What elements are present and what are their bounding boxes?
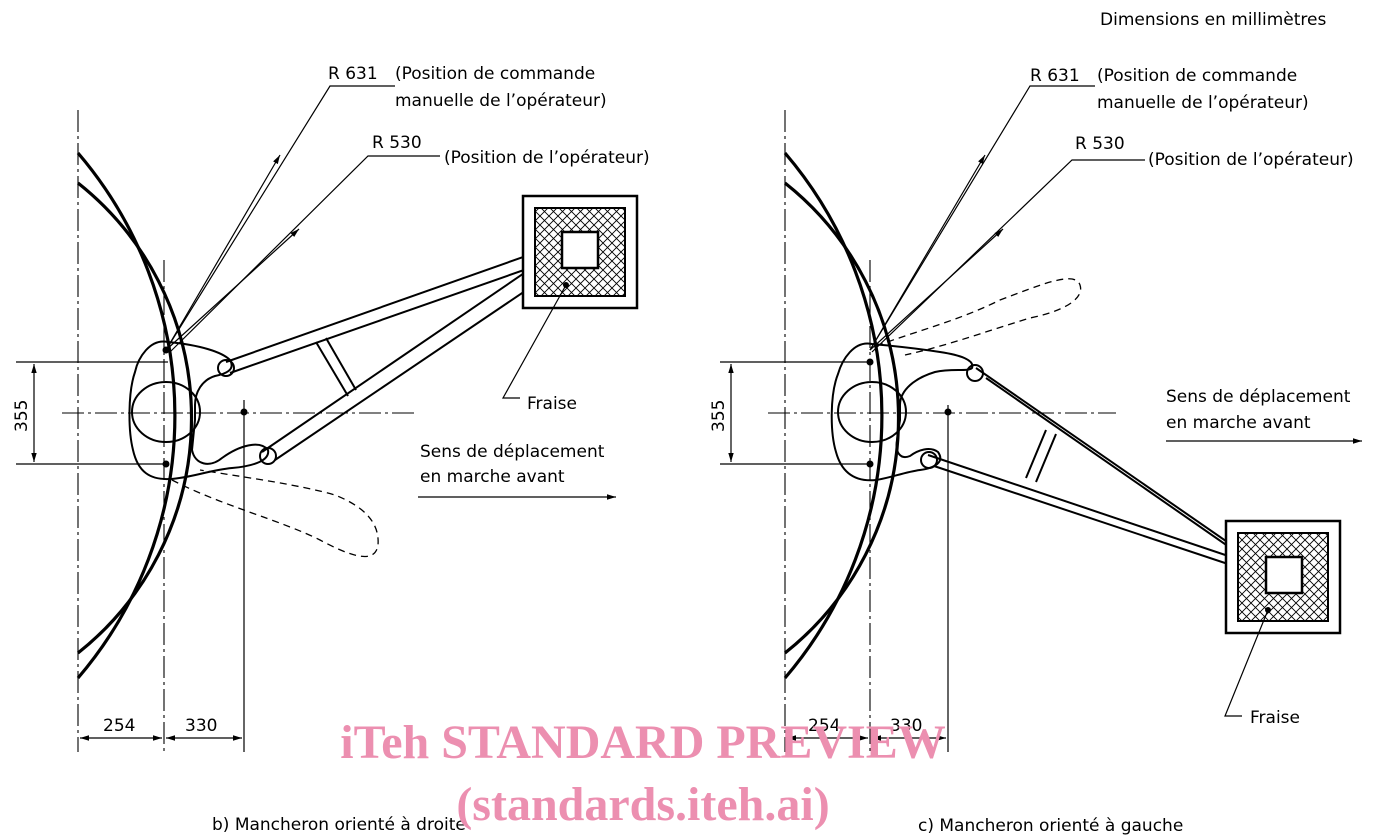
label-dim-254: 254	[103, 716, 135, 736]
cutter-housing	[521, 194, 639, 310]
cutter-leader	[1224, 609, 1269, 717]
inner-radius-arc	[784, 181, 901, 655]
outer-radius-arc	[783, 151, 884, 680]
watermark-line-2: (standards.iteh.ai)	[456, 778, 829, 831]
operator-head	[131, 381, 201, 443]
alternate-handle-outline	[875, 278, 1082, 356]
label-r530: R 530	[1075, 134, 1125, 154]
label-r631: R 631	[328, 64, 378, 84]
label-dim-254: 254	[808, 716, 840, 736]
radius-leaders	[866, 85, 1145, 468]
label-dim-330: 330	[185, 716, 217, 736]
label-direction-1: Sens de déplacement	[420, 442, 605, 462]
label-dim-330: 330	[890, 716, 922, 736]
label-r631-desc-1: (Position de commande	[395, 64, 595, 84]
handle-arms	[217, 243, 569, 465]
label-dim-355: 355	[12, 400, 32, 432]
cutter-housing	[1224, 519, 1342, 635]
machine-body	[128, 340, 270, 481]
inner-radius-arc	[77, 181, 194, 655]
watermark-line-1: iTeh STANDARD PREVIEW	[340, 716, 945, 769]
outer-radius-arc	[76, 151, 177, 680]
label-r631: R 631	[1030, 66, 1080, 86]
label-r631-desc-1: (Position de commande	[1097, 66, 1297, 86]
label-cutter: Fraise	[527, 394, 577, 414]
label-direction-1: Sens de déplacement	[1166, 387, 1351, 407]
caption-b: b) Mancheron orienté à droite	[212, 815, 466, 835]
caption-c: c) Mancheron orienté à gauche	[918, 816, 1183, 836]
radius-leaders	[162, 85, 440, 468]
cutter-leader	[501, 284, 567, 399]
label-r631-desc-2: manuelle de l’opérateur)	[395, 91, 607, 111]
units-note: Dimensions en millimètres	[1100, 10, 1326, 30]
alternate-handle-outline	[171, 469, 379, 558]
label-direction-2: en marche avant	[420, 467, 565, 487]
label-r530: R 530	[372, 133, 422, 153]
handle-arms	[920, 364, 1271, 579]
figure-b	[16, 85, 639, 752]
label-r631-desc-2: manuelle de l’opérateur)	[1097, 93, 1309, 113]
operator-head	[837, 381, 907, 443]
label-dim-355: 355	[709, 400, 729, 432]
label-cutter: Fraise	[1250, 708, 1300, 728]
label-r530-desc: (Position de l’opérateur)	[1148, 150, 1354, 170]
label-r530-desc: (Position de l’opérateur)	[444, 148, 650, 168]
figure-c	[720, 85, 1362, 752]
label-direction-2: en marche avant	[1166, 413, 1311, 433]
